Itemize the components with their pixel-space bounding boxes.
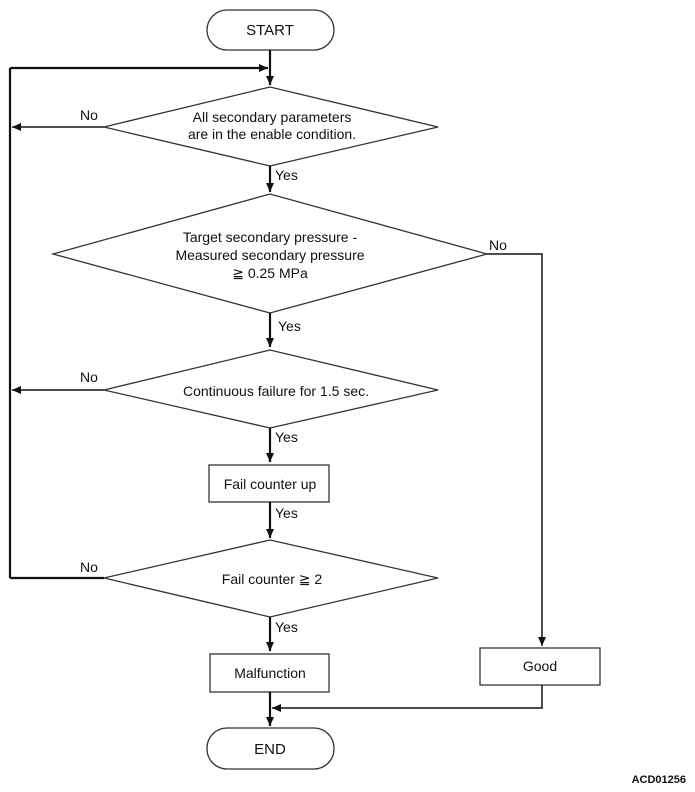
enable-yes-label: Yes: [275, 167, 298, 183]
start-label: START: [246, 22, 294, 39]
decision-continuous-label: Continuous failure for 1.5 sec.: [183, 383, 369, 399]
process-fail-counter-up-label: Fail counter up: [224, 476, 317, 492]
decision-fail-counter: [103, 539, 439, 618]
process-good: [479, 647, 601, 686]
decision-fail-counter-label: Fail counter ≧ 2: [222, 571, 323, 587]
process-malfunction-label: Malfunction: [234, 665, 306, 681]
counter-no-label: No: [80, 559, 98, 575]
pressure-yes-label: Yes: [278, 318, 301, 334]
decision-enable-line2: are in the enable condition.: [188, 126, 356, 142]
continuous-no-label: No: [80, 369, 98, 385]
end-label: END: [254, 741, 286, 758]
counter-up-yes-label: Yes: [275, 505, 298, 521]
end-terminal: [206, 727, 335, 770]
continuous-yes-label: Yes: [275, 429, 298, 445]
process-fail-counter-up: [208, 464, 330, 503]
figure-code: ACD01256: [632, 774, 686, 786]
arrow-pressure-no: [487, 253, 546, 646]
enable-no-label: No: [80, 107, 98, 123]
decision-enable-line1: All secondary parameters: [193, 109, 352, 125]
decision-enable-condition: [103, 86, 439, 167]
decision-continuous-failure: [103, 349, 439, 429]
arrow-good-to-end: [272, 685, 543, 712]
decision-pressure-line1: Target secondary pressure -: [183, 229, 358, 245]
decision-pressure-line3: ≧ 0.25 MPa: [232, 265, 308, 281]
pressure-no-label: No: [489, 237, 507, 253]
counter-yes-label: Yes: [275, 619, 298, 635]
process-good-label: Good: [523, 658, 557, 674]
decision-pressure-line2: Measured secondary pressure: [175, 247, 364, 263]
